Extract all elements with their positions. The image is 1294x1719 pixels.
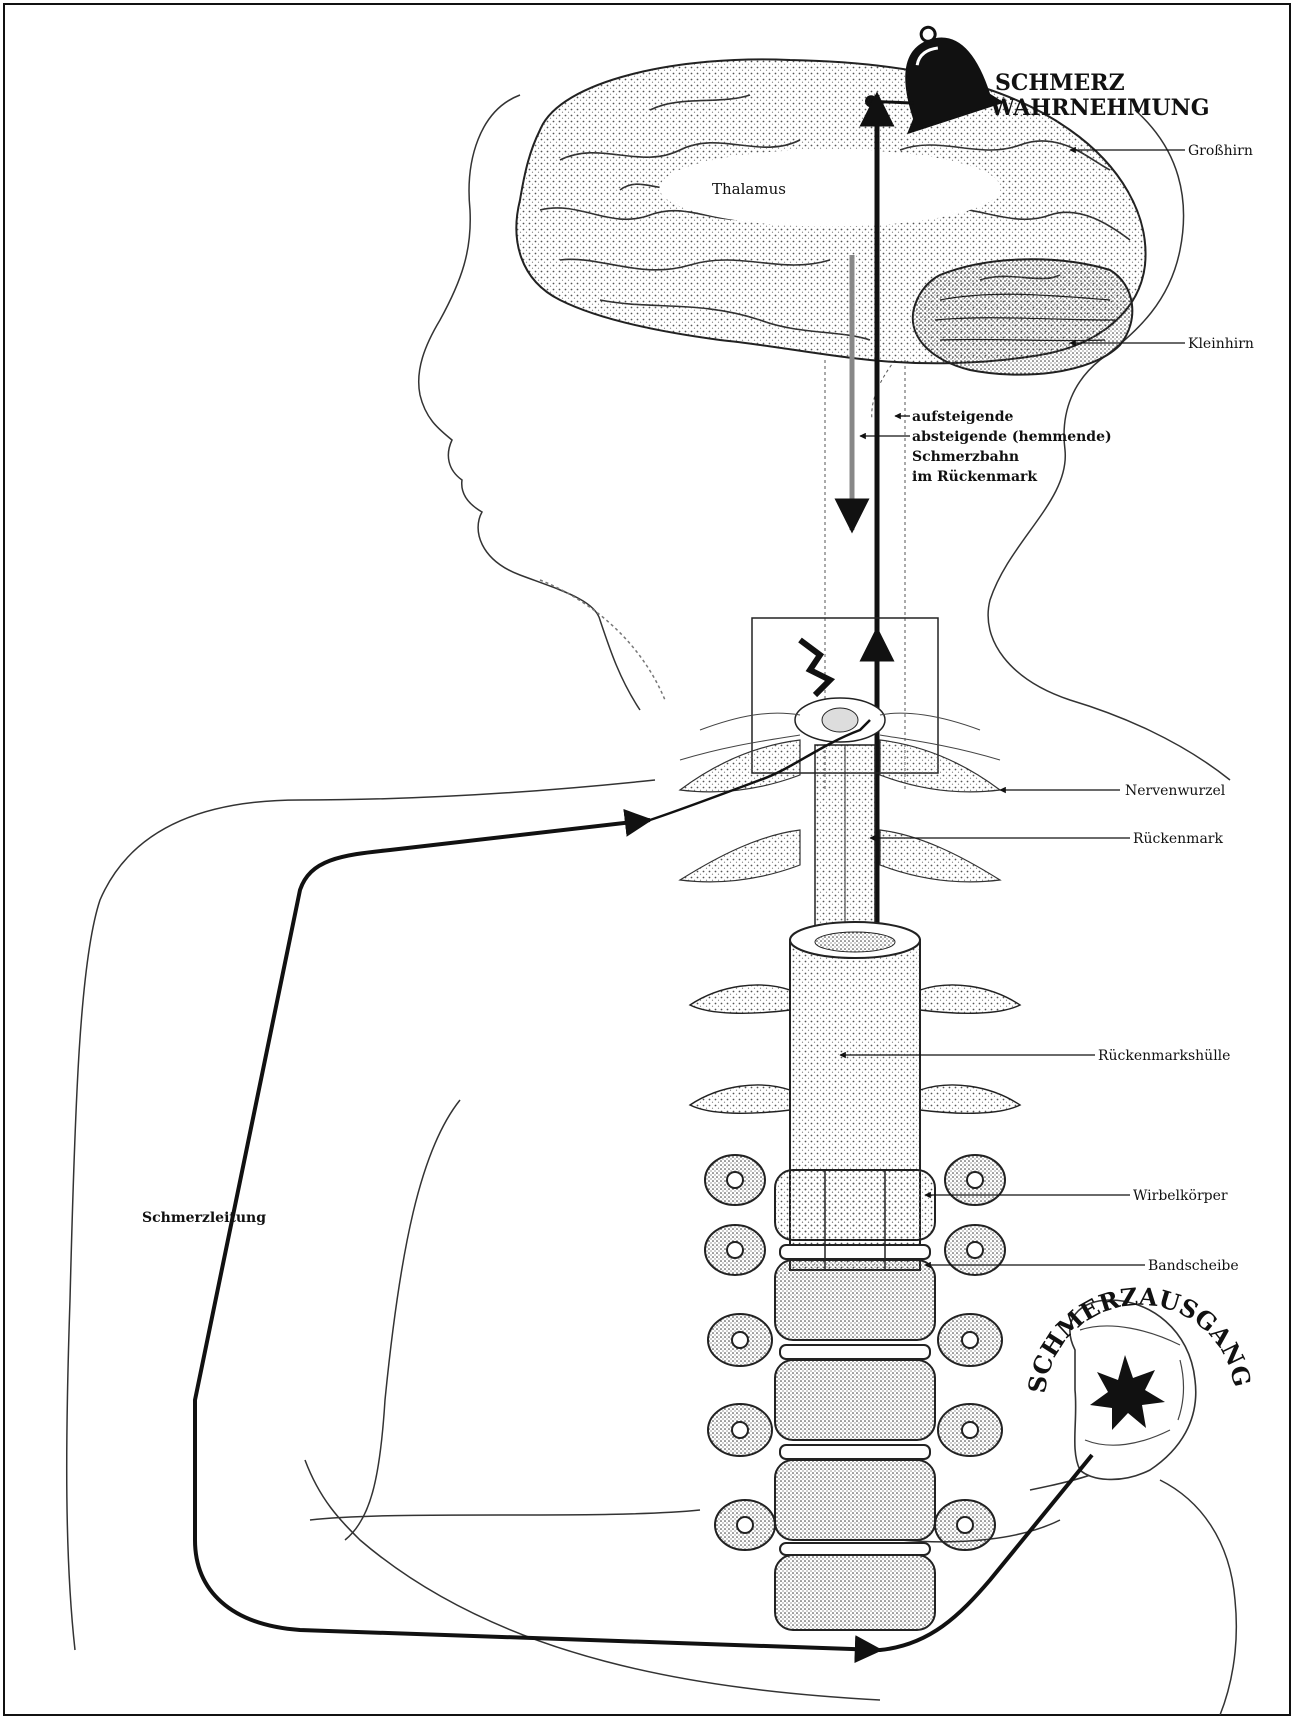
vertebral-column — [705, 1155, 1005, 1630]
cerebellum — [913, 259, 1133, 374]
label-nervenwurzel: Nervenwurzel — [1125, 783, 1226, 799]
label-wirbelkoerper: Wirbelkörper — [1133, 1188, 1228, 1204]
title-line1: SCHMERZ — [995, 70, 1125, 96]
label-pathway-descending: absteigende (hemmende) — [912, 429, 1112, 445]
label-pathway-schmerzbahn: Schmerzbahn — [912, 449, 1019, 465]
label-rueckenmarkshuelle: Rückenmarkshülle — [1098, 1048, 1230, 1064]
label-schmerzleitung: Schmerzleitung — [142, 1210, 266, 1226]
label-kleinhirn: Kleinhirn — [1188, 336, 1254, 352]
title-line2: WAHRNEHMUNG — [989, 95, 1210, 121]
label-thalamus: Thalamus — [712, 180, 786, 198]
spinal-cross-section — [680, 640, 1000, 760]
thalamus-region — [660, 150, 1000, 226]
label-rueckenmark: Rückenmark — [1133, 831, 1223, 847]
hand — [1070, 1300, 1196, 1479]
title: SCHMERZ WAHRNEHMUNG — [989, 70, 1210, 121]
label-bandscheibe: Bandscheibe — [1148, 1258, 1239, 1274]
label-grosshirn: Großhirn — [1188, 143, 1253, 159]
label-pathway-rueckenmark: im Rückenmark — [912, 469, 1037, 485]
label-pathway-ascending: aufsteigende — [912, 409, 1014, 425]
